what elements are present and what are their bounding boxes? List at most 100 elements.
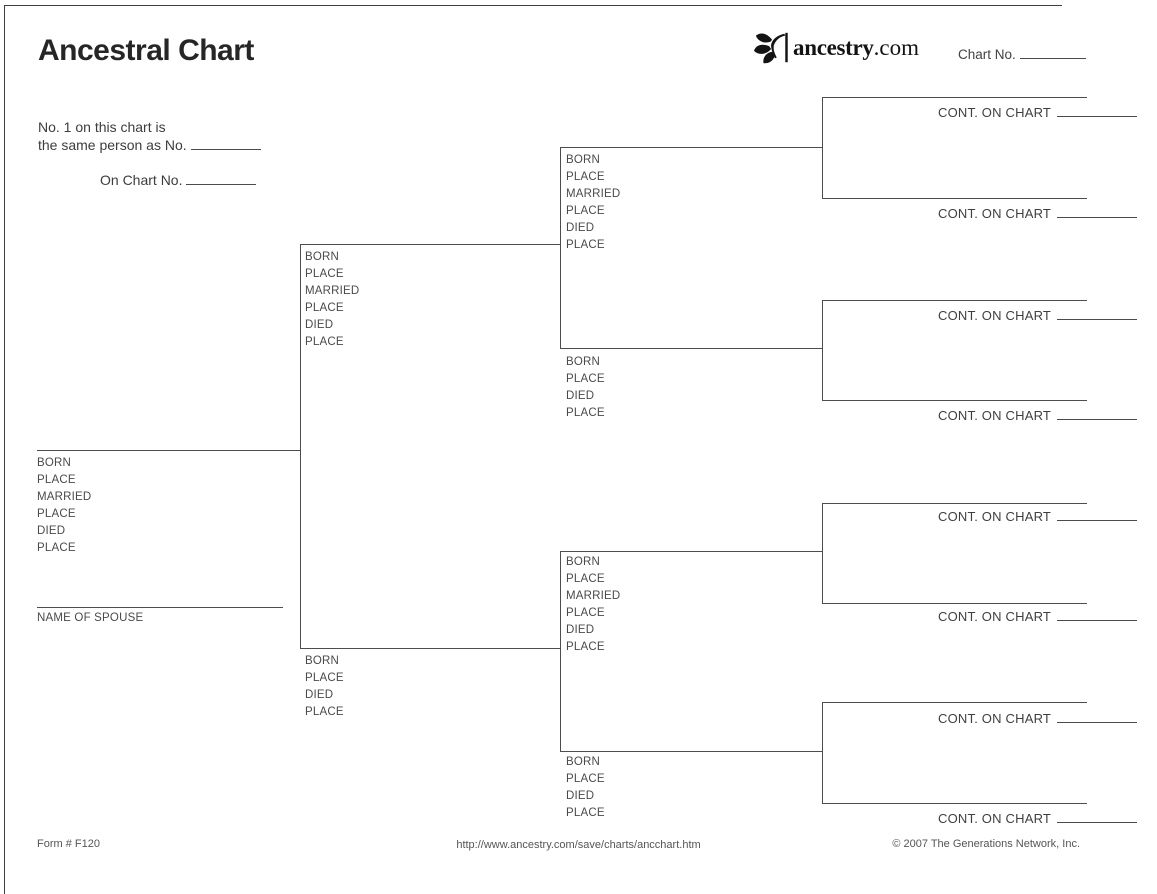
field-label: PLACE — [305, 672, 344, 684]
cont-on-chart-6: CONT. ON CHART — [938, 608, 1138, 624]
field-label: PLACE — [566, 407, 605, 419]
gen4-line-7 — [822, 702, 1087, 703]
gen2-bracket — [300, 244, 301, 649]
field-label: DIED — [305, 689, 334, 701]
field-label: PLACE — [566, 373, 605, 385]
gen4-bracket-2 — [822, 300, 823, 401]
paternal-grandmother-line — [560, 348, 823, 349]
cont-label: CONT. ON CHART — [938, 308, 1052, 323]
gen4-line-4 — [822, 400, 1087, 401]
maternal-grandfather-fields: BORN PLACE MARRIED PLACE DIED PLACE — [566, 554, 620, 656]
mother-line — [300, 648, 561, 649]
cont-on-chart-1: CONT. ON CHART — [938, 104, 1138, 120]
field-label: PLACE — [566, 641, 605, 653]
paternal-grandfather-line — [560, 147, 823, 148]
gen4-line-1 — [822, 97, 1087, 98]
cont-blank — [1057, 608, 1138, 621]
field-label: MARRIED — [305, 285, 360, 297]
field-label: PLACE — [566, 773, 605, 785]
on-chart-no-field: On Chart No. — [100, 172, 257, 188]
cont-label: CONT. ON CHART — [938, 408, 1052, 423]
person1-line — [37, 450, 301, 451]
cont-label: CONT. ON CHART — [938, 206, 1052, 221]
cont-on-chart-3: CONT. ON CHART — [938, 307, 1138, 323]
ancestry-logo: ancestry.com — [753, 30, 919, 66]
field-label: PLACE — [305, 706, 344, 718]
field-label: PLACE — [566, 607, 605, 619]
field-label: BORN — [566, 356, 601, 368]
form-url: http://www.ancestry.com/save/charts/ancc… — [456, 839, 701, 851]
cont-on-chart-8: CONT. ON CHART — [938, 810, 1138, 826]
cont-on-chart-5: CONT. ON CHART — [938, 508, 1138, 524]
cont-blank — [1057, 710, 1138, 723]
cont-blank — [1057, 307, 1138, 320]
field-label: PLACE — [566, 807, 605, 819]
maternal-grandfather-line — [560, 551, 823, 552]
spouse-label: NAME OF SPOUSE — [37, 612, 144, 624]
intro-line1: No. 1 on this chart is — [38, 119, 166, 135]
field-label: BORN — [37, 457, 72, 469]
gen4-line-3 — [822, 300, 1087, 301]
field-label: PLACE — [305, 268, 344, 280]
cont-on-chart-7: CONT. ON CHART — [938, 710, 1138, 726]
cont-label: CONT. ON CHART — [938, 609, 1052, 624]
page-title: Ancestral Chart — [38, 34, 254, 67]
gen4-line-8 — [822, 803, 1087, 804]
cont-on-chart-4: CONT. ON CHART — [938, 407, 1138, 423]
maternal-grandmother-fields: BORN PLACE DIED PLACE — [566, 754, 605, 822]
cont-label: CONT. ON CHART — [938, 105, 1052, 120]
field-label: PLACE — [566, 239, 605, 251]
gen4-line-2 — [822, 198, 1087, 199]
maternal-grandmother-line — [560, 751, 823, 752]
field-label: MARRIED — [566, 188, 621, 200]
cont-blank — [1057, 205, 1138, 218]
ancestry-leaf-icon — [754, 32, 788, 64]
field-label: DIED — [566, 390, 595, 402]
on-chart-no-blank — [186, 172, 257, 185]
field-label: DIED — [566, 624, 595, 636]
field-label: MARRIED — [37, 491, 92, 503]
father-line — [300, 244, 561, 245]
gen4-line-6 — [822, 603, 1087, 604]
paternal-grandmother-fields: BORN PLACE DIED PLACE — [566, 354, 605, 422]
gen3-bracket-maternal — [560, 551, 561, 752]
cont-blank — [1057, 104, 1138, 117]
cont-label: CONT. ON CHART — [938, 711, 1052, 726]
spouse-line — [37, 607, 283, 608]
cont-label: CONT. ON CHART — [938, 811, 1052, 826]
chart-no-label: Chart No. — [958, 47, 1016, 62]
field-label: PLACE — [37, 542, 76, 554]
gen4-bracket-4 — [822, 702, 823, 804]
field-label: PLACE — [566, 573, 605, 585]
cont-label: CONT. ON CHART — [938, 509, 1052, 524]
field-label: BORN — [566, 154, 601, 166]
chart-no-blank — [1019, 46, 1086, 59]
page-edge-left — [4, 5, 5, 894]
field-label: PLACE — [37, 508, 76, 520]
cont-blank — [1057, 407, 1138, 420]
field-label: BORN — [566, 556, 601, 568]
page-edge-top — [4, 5, 1062, 6]
field-label: BORN — [305, 251, 340, 263]
field-label: PLACE — [566, 205, 605, 217]
gen3-bracket-paternal — [560, 147, 561, 349]
field-label: DIED — [566, 790, 595, 802]
copyright-notice: © 2007 The Generations Network, Inc. — [892, 838, 1080, 850]
intro-line2: the same person as No. — [38, 136, 261, 154]
field-label: MARRIED — [566, 590, 621, 602]
intro-text: No. 1 on this chart is the same person a… — [38, 118, 261, 154]
field-label: PLACE — [37, 474, 76, 486]
same-person-blank — [190, 137, 261, 150]
cont-on-chart-2: CONT. ON CHART — [938, 205, 1138, 221]
logo-tld: .com — [873, 35, 919, 60]
field-label: DIED — [305, 319, 334, 331]
logo-name: ancestry — [793, 35, 874, 60]
gen4-bracket-1 — [822, 97, 823, 199]
chart-no-field: Chart No. — [958, 46, 1086, 62]
field-label: BORN — [566, 756, 601, 768]
